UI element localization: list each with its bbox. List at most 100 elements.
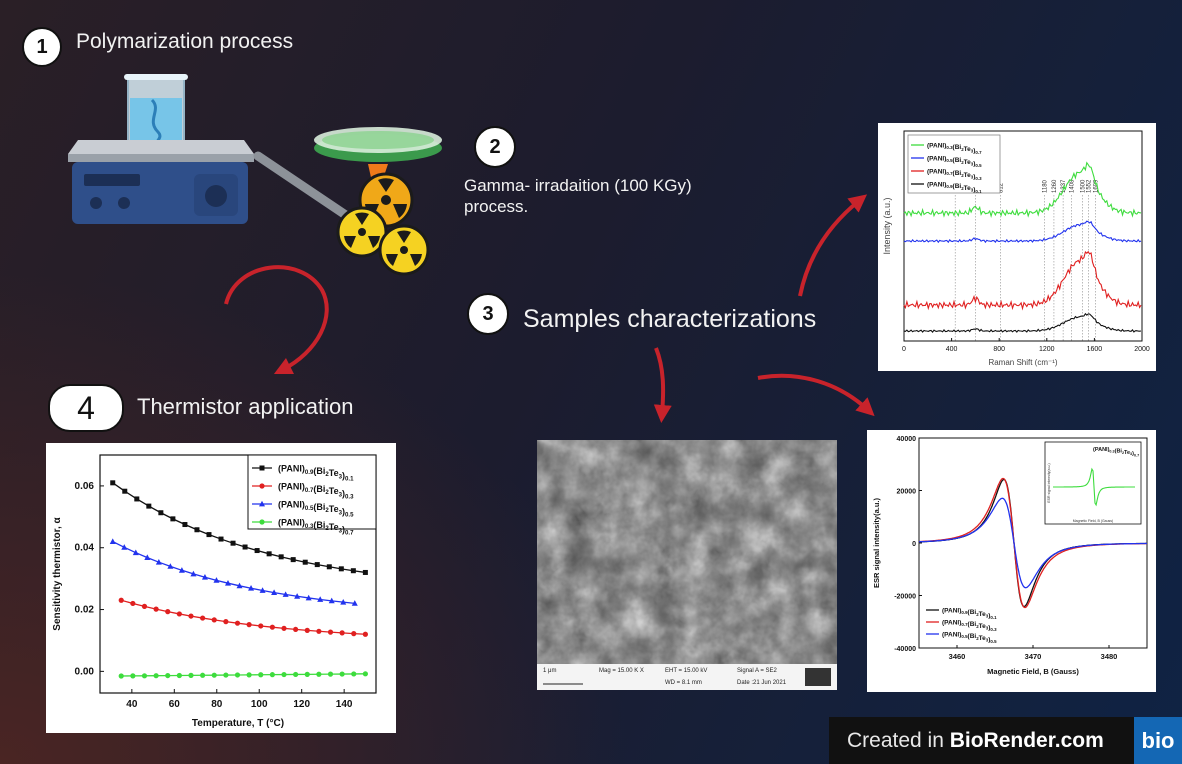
raman-y-axis-label: Intensity (a.u.) — [882, 197, 892, 254]
thermistor-point — [351, 600, 358, 606]
thermistor-point — [317, 596, 324, 602]
thermistor-point — [246, 672, 252, 678]
thermistor-point — [121, 544, 128, 550]
thermistor-point — [248, 585, 255, 591]
esr-inset-line — [1053, 467, 1135, 507]
thermistor-point — [122, 488, 128, 494]
thermistor-y-tick-label: 0.04 — [75, 543, 95, 554]
thermistor-point — [178, 567, 185, 573]
raman-x-tick-label: 800 — [993, 346, 1005, 353]
raman-x-axis-label: Raman Shift (cm⁻¹) — [988, 358, 1057, 367]
thermistor-point — [224, 579, 231, 586]
zeiss-logo-icon — [805, 668, 831, 686]
thermistor-point — [211, 672, 217, 678]
thermistor-point — [316, 671, 322, 677]
thermistor-point — [362, 569, 368, 575]
thermistor-point — [293, 671, 299, 678]
esr-legend-label: (PANI)0.9(Bi2Te3)0.1 — [942, 608, 997, 621]
thermistor-point — [254, 548, 260, 554]
thermistor-point — [290, 557, 296, 563]
thermistor-point — [223, 672, 229, 678]
step-1-badge: 1 — [22, 27, 62, 67]
esr-x-tick-label: 3480 — [1101, 652, 1118, 661]
thermistor-point — [165, 672, 171, 679]
thermistor-point — [281, 671, 287, 678]
thermistor-point — [269, 624, 275, 630]
thermistor-point — [305, 594, 312, 601]
thermistor-point — [304, 671, 310, 677]
thermistor-point — [170, 516, 176, 522]
thermistor-legend-label: (PANI)0.7(Bi2Te3)0.3 — [278, 482, 354, 501]
thermistor-legend-label: (PANI)0.5(Bi2Te3)0.5 — [278, 500, 354, 519]
raman-peak-label: 1408 — [1070, 179, 1076, 193]
thermistor-point — [188, 672, 194, 678]
thermistor-series-line — [112, 540, 355, 605]
sem-image: 1 μm Mag = 15.00 K X EHT = 15.00 kV WD =… — [537, 440, 837, 690]
thermistor-x-tick-label: 100 — [251, 699, 268, 710]
step-2-label-line1: Gamma- irradaition (100 KGy) — [464, 176, 692, 195]
sem-mag: Mag = 15.00 K X — [599, 668, 644, 674]
step-3-label: Samples characterizations — [523, 305, 817, 333]
thermistor-point — [158, 510, 164, 516]
step-3-badge: 3 — [467, 293, 509, 335]
esr-y-tick-label: -40000 — [894, 646, 916, 653]
thermistor-point — [110, 480, 116, 486]
raman-chart: 0400800120016002000430600812118012601337… — [882, 130, 1150, 367]
thermistor-point — [234, 672, 241, 678]
thermistor-point — [362, 671, 368, 677]
thermistor-point — [190, 570, 197, 577]
thermistor-point — [200, 615, 206, 621]
esr-y-tick-label: -20000 — [894, 594, 916, 601]
thermistor-point — [206, 532, 212, 538]
step-4-label: Thermistor application — [137, 394, 354, 419]
thermistor-series-line — [121, 673, 366, 677]
raman-series-line — [903, 250, 1142, 311]
thermistor-legend-marker — [259, 500, 265, 507]
esr-x-axis-label: Magnetic Field, B (Gauss) — [987, 667, 1079, 676]
petri-dish-icon — [314, 127, 442, 162]
thermistor-point — [153, 606, 159, 612]
thermistor-point — [132, 549, 139, 556]
raman-peak-label: 1180 — [1042, 179, 1048, 193]
sem-signal: Signal A = SE2 — [737, 668, 778, 674]
esr-y-tick-label: 20000 — [897, 489, 917, 496]
step-2-badge: 2 — [474, 126, 516, 168]
thermistor-point — [362, 631, 368, 637]
thermistor-point — [271, 589, 278, 595]
arrow-to-sem — [653, 347, 672, 423]
thermistor-legend-marker — [259, 483, 265, 489]
thermistor-y-tick-label: 0.02 — [75, 605, 95, 616]
thermistor-point — [302, 559, 308, 565]
thermistor-point — [266, 551, 272, 557]
thermistor-y-tick-label: 0.00 — [75, 666, 95, 677]
thermistor-point — [316, 628, 322, 634]
thermistor-point — [118, 597, 124, 603]
raman-legend-label: (PANI)0.3(Bi2Te3)0.7 — [927, 143, 982, 156]
thermistor-y-tick-label: 0.06 — [75, 481, 95, 492]
thermistor-legend-label: (PANI)0.9(Bi2Te3)0.1 — [278, 464, 354, 483]
thermistor-plot-frame — [99, 454, 377, 694]
thermistor-point — [282, 591, 289, 597]
thermistor-point — [130, 600, 136, 607]
sem-eht: EHT = 15.00 kV — [665, 668, 707, 674]
thermistor-x-tick-label: 60 — [169, 699, 181, 710]
esr-legend-label: (PANI)0.5(Bi2Te3)0.5 — [942, 632, 997, 645]
esr-inset-frame — [1044, 441, 1142, 525]
esr-inset-x-label: Magnetic Field, B (Gauss) — [1073, 519, 1113, 523]
esr-y-axis-label: ESR signal intensity(a.u.) — [872, 497, 881, 588]
thermistor-point — [194, 527, 200, 533]
thermistor-point — [182, 522, 188, 528]
radiation-source-icon — [253, 127, 442, 276]
thermistor-point — [230, 540, 236, 546]
step-1-label: Polymarization process — [76, 30, 294, 53]
thermistor-point — [146, 503, 152, 509]
thermistor-point — [351, 631, 357, 637]
thermistor-point — [130, 673, 136, 679]
thermistor-point — [134, 496, 140, 502]
thermistor-legend — [247, 454, 377, 530]
thermistor-point — [269, 672, 275, 678]
raman-peak-label: 1552 — [1087, 179, 1093, 193]
